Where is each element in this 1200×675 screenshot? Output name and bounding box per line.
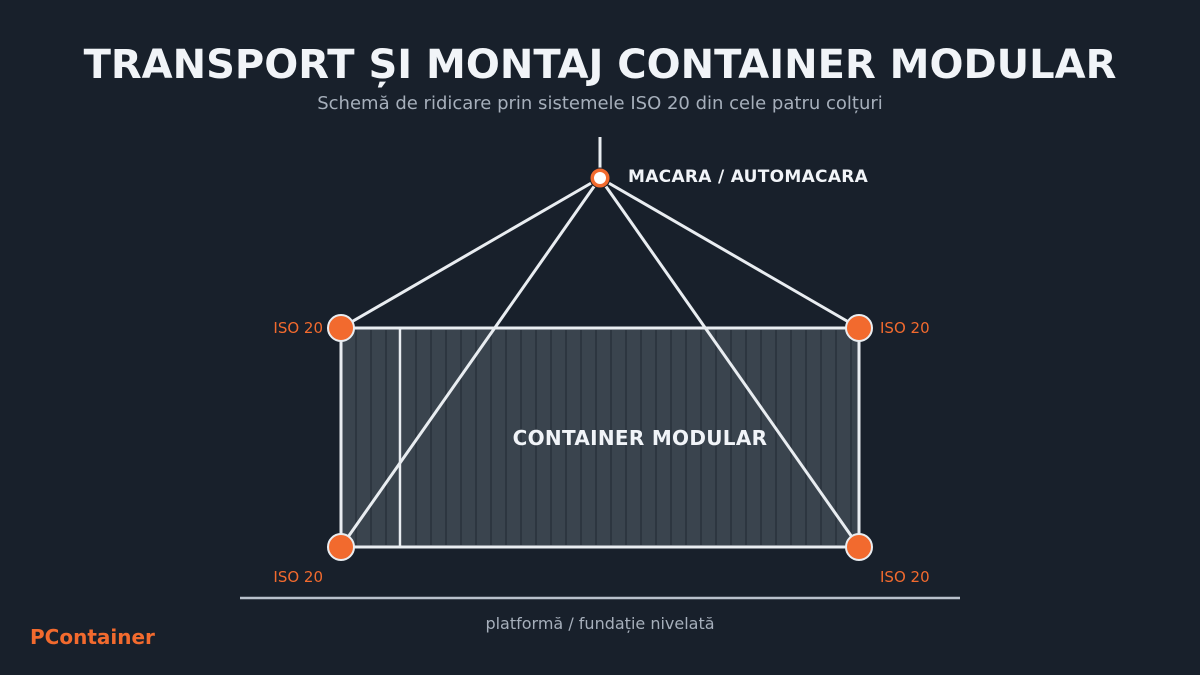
sling-top-left <box>340 176 601 330</box>
container-outline <box>339 326 861 549</box>
sling-top-right <box>599 176 860 330</box>
container-label: CONTAINER MODULAR <box>513 426 768 450</box>
corner-castings <box>327 314 873 561</box>
corner-casting-bottom-left-icon <box>327 533 355 561</box>
page-subtitle: Schemă de ridicare prin sistemele ISO 20… <box>317 93 883 114</box>
container-body <box>339 326 861 549</box>
corner-casting-top-right-icon <box>845 314 873 342</box>
corner-casting-top-left-icon <box>327 314 355 342</box>
corner-label-top-right: ISO 20 <box>880 319 930 337</box>
ground-label: platformă / fundație nivelată <box>485 614 714 633</box>
page-title: TRANSPORT ȘI MONTAJ CONTAINER MODULAR <box>84 42 1117 88</box>
crane-hook-center <box>594 172 606 184</box>
brand-logo: PContainer <box>30 625 155 649</box>
corner-label-bottom-left: ISO 20 <box>273 568 323 586</box>
corner-casting-bottom-right-icon <box>845 533 873 561</box>
corner-label-bottom-right: ISO 20 <box>880 568 930 586</box>
sling-bottom-right <box>598 177 861 548</box>
container-corrugation <box>355 330 852 545</box>
lifting-slings <box>339 176 861 548</box>
corner-label-top-left: ISO 20 <box>273 319 323 337</box>
container-fill <box>341 328 859 547</box>
crane-label: MACARA / AUTOMACARA <box>628 167 869 187</box>
sling-bottom-left <box>339 177 602 548</box>
